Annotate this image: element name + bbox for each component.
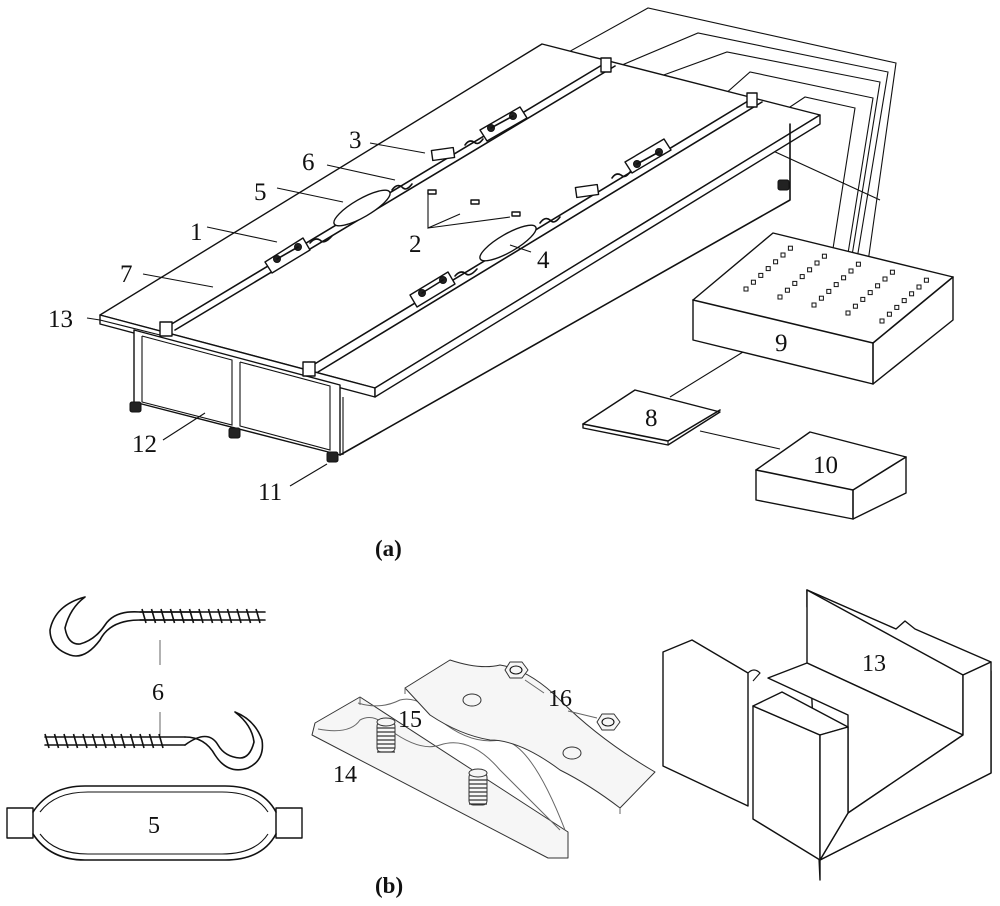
thread-ridge bbox=[45, 734, 49, 748]
hex-nut-2 bbox=[597, 714, 620, 730]
screw-hook-upper bbox=[50, 597, 265, 656]
test-bed-frame bbox=[100, 44, 820, 455]
thread-ridge bbox=[83, 734, 87, 748]
thread-ridge bbox=[142, 609, 146, 623]
label-6: 6 bbox=[302, 149, 315, 176]
label-13: 13 bbox=[48, 306, 73, 333]
label-b-6: 6 bbox=[152, 680, 164, 706]
thread-ridge bbox=[55, 734, 59, 748]
thread-ridge bbox=[180, 609, 184, 623]
thread-ridge bbox=[237, 609, 241, 623]
thread-ridge bbox=[256, 609, 260, 623]
thread-ridge bbox=[140, 734, 144, 748]
thread-ridge bbox=[218, 609, 222, 623]
label-b-15: 15 bbox=[398, 707, 422, 733]
thread-ridge bbox=[131, 734, 135, 748]
caption-b: (b) bbox=[375, 873, 403, 898]
thread-ridge bbox=[74, 734, 78, 748]
thread-ridge bbox=[247, 609, 251, 623]
label-5: 5 bbox=[254, 179, 267, 206]
label-1: 1 bbox=[190, 219, 203, 246]
thread-ridge bbox=[102, 734, 106, 748]
label-b-5: 5 bbox=[148, 813, 160, 839]
label-10: 10 bbox=[813, 452, 838, 479]
strain-indicator-box bbox=[583, 352, 780, 449]
thread-ridge bbox=[209, 609, 213, 623]
panel-b: 6 5 bbox=[7, 590, 991, 898]
label-b-16: 16 bbox=[548, 686, 572, 712]
u-bracket bbox=[663, 590, 991, 880]
label-3: 3 bbox=[349, 127, 362, 154]
thread-ridge bbox=[199, 609, 203, 623]
thread-ridge bbox=[161, 609, 165, 623]
thread-ridge bbox=[228, 609, 232, 623]
label-b-13: 13 bbox=[862, 651, 886, 677]
screw-hook-lower bbox=[45, 712, 262, 770]
thread-ridge bbox=[152, 609, 156, 623]
thread-ridge bbox=[150, 734, 154, 748]
thread-ridge bbox=[171, 609, 175, 623]
panel-a: 1 2 3 4 5 6 7 8 9 10 11 12 13 (a) bbox=[48, 8, 953, 561]
thread-ridge bbox=[121, 734, 125, 748]
label-11: 11 bbox=[258, 479, 282, 506]
threaded-stud-1 bbox=[377, 718, 395, 752]
label-12: 12 bbox=[132, 431, 157, 458]
thread-ridge bbox=[93, 734, 97, 748]
thread-ridge bbox=[159, 734, 163, 748]
label-b-14: 14 bbox=[333, 762, 357, 788]
label-7: 7 bbox=[120, 261, 133, 288]
label-8: 8 bbox=[645, 405, 658, 432]
label-9: 9 bbox=[775, 330, 788, 357]
label-4: 4 bbox=[537, 247, 550, 274]
thread-ridge bbox=[190, 609, 194, 623]
data-acquisition-box bbox=[693, 233, 953, 384]
thread-ridge bbox=[64, 734, 68, 748]
thread-ridge bbox=[112, 734, 116, 748]
label-2: 2 bbox=[409, 231, 422, 258]
caption-a: (a) bbox=[375, 536, 402, 561]
